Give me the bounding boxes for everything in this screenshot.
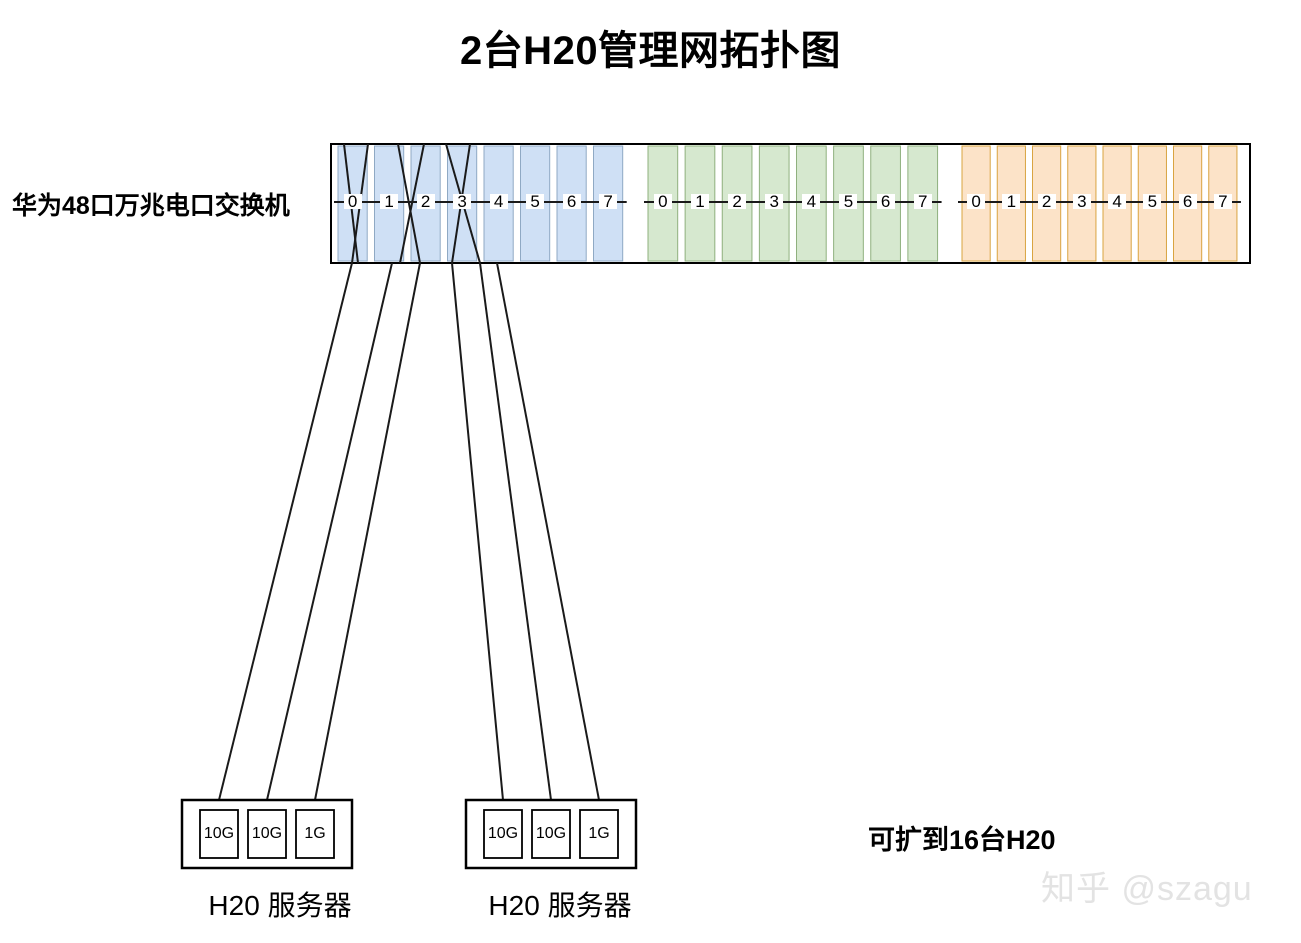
switch-label: 华为48口万兆电口交换机 bbox=[12, 192, 290, 220]
switch-port[interactable] bbox=[870, 145, 901, 262]
cable-line bbox=[266, 262, 393, 801]
port-number: 0 bbox=[343, 193, 362, 210]
server-nic-port[interactable] bbox=[199, 809, 239, 859]
port-number: 5 bbox=[839, 193, 858, 210]
server-nic-port[interactable] bbox=[483, 809, 523, 859]
page-title: 2台H20管理网拓扑图 bbox=[459, 29, 842, 73]
nic-speed-label: 1G bbox=[304, 825, 326, 842]
switch-port[interactable] bbox=[556, 145, 587, 262]
nic-speed-label: 10G bbox=[535, 825, 567, 842]
port-number: 2 bbox=[416, 193, 435, 210]
expansion-note: 可扩到16台H20 bbox=[868, 825, 1056, 855]
cable-lines bbox=[218, 143, 600, 801]
cable-line bbox=[496, 262, 600, 801]
port-number: 4 bbox=[489, 193, 508, 210]
nic-speed-label: 10G bbox=[251, 825, 283, 842]
port-number: 3 bbox=[453, 193, 472, 210]
port-number: 4 bbox=[1108, 193, 1127, 210]
port-number: 1 bbox=[1002, 193, 1021, 210]
port-number: 1 bbox=[380, 193, 399, 210]
port-number: 5 bbox=[526, 193, 545, 210]
server-nic-port[interactable] bbox=[247, 809, 287, 859]
server-nic-port[interactable] bbox=[579, 809, 619, 859]
cable-line bbox=[314, 262, 421, 801]
port-number: 6 bbox=[876, 193, 895, 210]
port-number: 5 bbox=[1143, 193, 1162, 210]
port-number: 2 bbox=[1037, 193, 1056, 210]
port-number: 3 bbox=[765, 193, 784, 210]
nic-speed-label: 10G bbox=[487, 825, 519, 842]
port-number: 0 bbox=[653, 193, 672, 210]
server-caption: H20 服务器 bbox=[488, 890, 632, 921]
port-number: 2 bbox=[728, 193, 747, 210]
server-nic-port[interactable] bbox=[295, 809, 335, 859]
cable-line bbox=[451, 262, 504, 801]
port-number: 4 bbox=[802, 193, 821, 210]
port-number: 7 bbox=[599, 193, 618, 210]
server-nic-port[interactable] bbox=[531, 809, 571, 859]
port-number: 0 bbox=[967, 193, 986, 210]
nic-speed-label: 1G bbox=[588, 825, 610, 842]
port-number: 6 bbox=[562, 193, 581, 210]
cable-line bbox=[218, 262, 353, 801]
port-number: 3 bbox=[1072, 193, 1091, 210]
server-boxes bbox=[180, 798, 638, 870]
cable-segment bbox=[399, 143, 425, 264]
port-number: 7 bbox=[913, 193, 932, 210]
cable-segment bbox=[397, 143, 421, 264]
nic-speed-label: 10G bbox=[203, 825, 235, 842]
watermark: 知乎 @szagu bbox=[1041, 870, 1253, 908]
port-number: 1 bbox=[690, 193, 709, 210]
server-caption: H20 服务器 bbox=[208, 890, 352, 921]
port-number: 7 bbox=[1213, 193, 1232, 210]
cable-line bbox=[479, 262, 552, 801]
port-number: 6 bbox=[1178, 193, 1197, 210]
